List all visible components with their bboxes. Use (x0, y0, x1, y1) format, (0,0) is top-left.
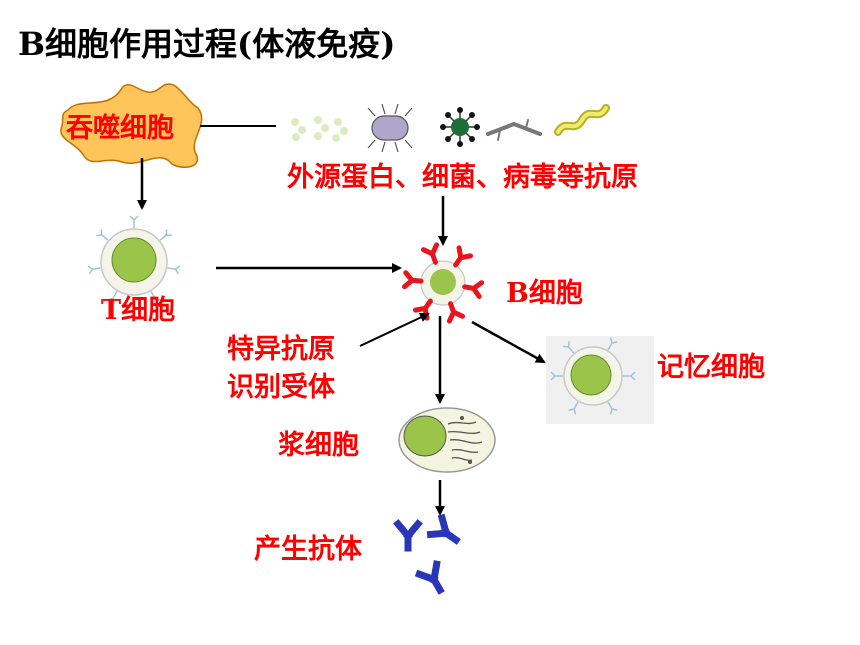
b-cell-label: B细胞 (506, 278, 583, 309)
phagocyte-label: 吞噬细胞 (66, 113, 174, 144)
t-cell-label: T细胞 (101, 295, 176, 326)
antibody-icon (398, 518, 462, 595)
plasma-cell-icon (398, 407, 496, 473)
receptor-label-line1: 特异抗原 (227, 334, 335, 365)
bacterium-icon (367, 103, 413, 153)
plasma-cell-label: 浆细胞 (278, 430, 359, 461)
diagram-title: B细胞作用过程(体液免疫) (18, 25, 396, 63)
phagocyte-blob (60, 83, 203, 168)
virus-icon (440, 107, 480, 147)
arrow-receptor-to-bcell (359, 312, 430, 347)
filament-icon (486, 119, 542, 141)
receptor-label-line2: 识别受体 (227, 372, 335, 403)
memory-cell-label: 记忆细胞 (657, 352, 765, 383)
antibody-label: 产生抗体 (254, 534, 362, 565)
arrow-bcell-to-memory (471, 320, 546, 364)
protein-cluster-icon (291, 116, 348, 142)
b-cell-icon (405, 245, 482, 321)
antigens-label: 外源蛋白、细菌、病毒等抗原 (287, 162, 638, 193)
memory-cell-icon (550, 336, 636, 416)
t-cell-icon (87, 215, 181, 305)
